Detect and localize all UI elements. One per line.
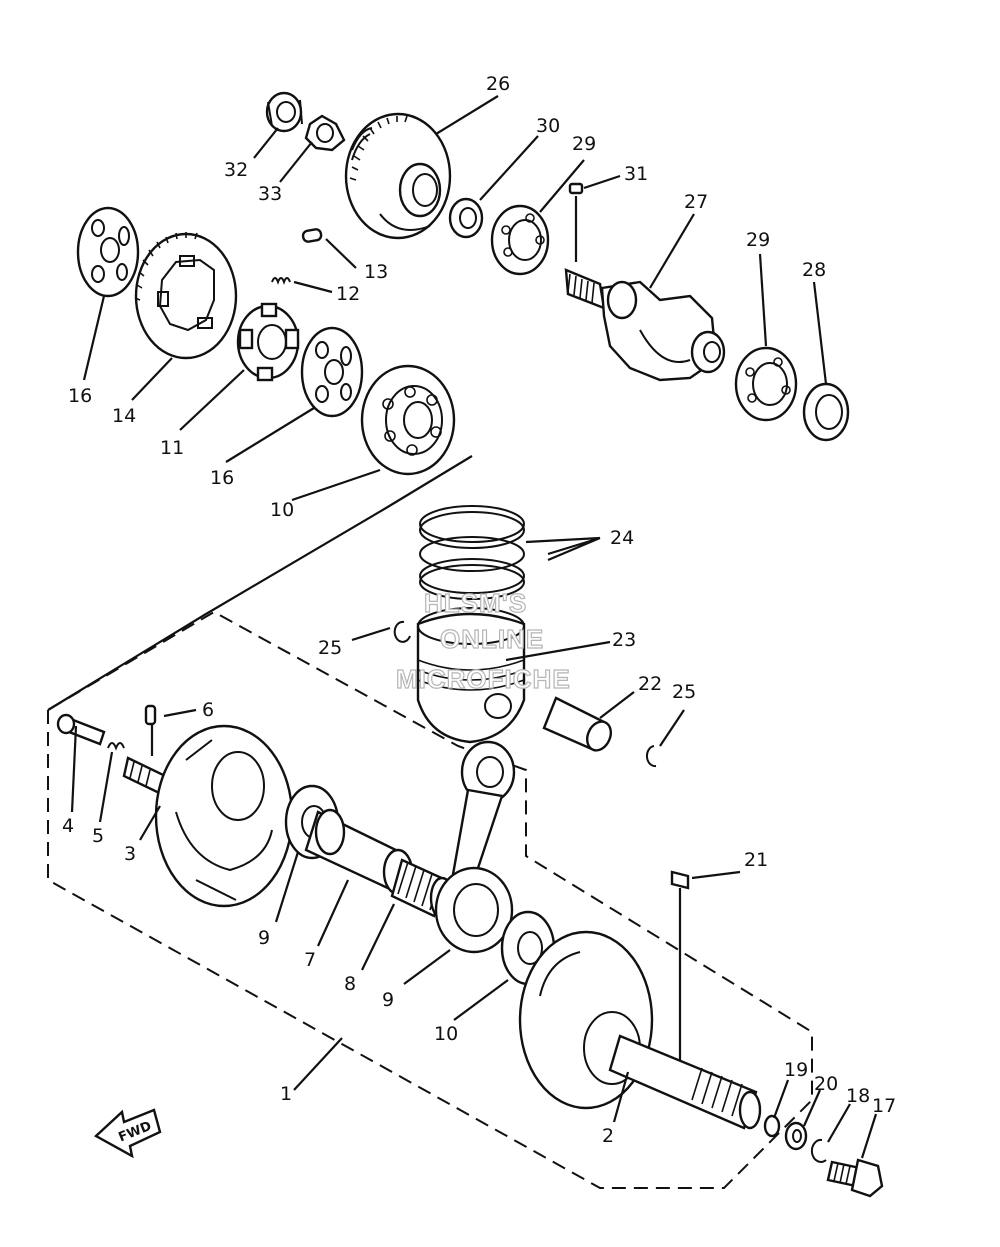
part-15-balancer-gear [134,232,238,360]
part-26-gear [344,112,452,240]
assembly-dashed-outline [47,610,813,1189]
callout-5: 5 [92,825,104,847]
part-22-piston [416,607,526,744]
part-29-bearing-upper [490,204,550,276]
part-18-lock-washer [810,1138,827,1163]
callout-16-center: 16 [210,467,234,489]
part-6-key [144,704,157,726]
callout-32: 32 [224,159,248,181]
callout-17: 17 [872,1095,896,1117]
part-14-pin [301,228,323,243]
callout-29-lower: 29 [746,229,770,251]
callout-3: 3 [124,843,136,865]
callout-labels: 26 30 29 31 27 29 28 32 33 13 12 16 14 1… [62,73,896,1147]
watermark-line-1: HLSM'S [424,588,527,618]
part-13-spring [271,277,291,285]
callout-12: 11 [160,437,184,459]
callout-13: 12 [336,283,360,305]
callout-1: 1 [280,1083,292,1105]
part-23-piston-rings [419,505,525,600]
fwd-direction-arrow: FWD [93,1108,162,1159]
callout-28: 28 [802,259,826,281]
part-19-washer [763,1114,781,1138]
callout-7: 7 [304,949,316,971]
callout-25-left: 25 [318,637,342,659]
part-3-left-crankshaft [122,724,294,908]
part-16-plate-a [76,206,140,298]
callout-6: 6 [202,699,214,721]
callout-26: 26 [486,73,510,95]
callout-31: 31 [624,163,648,185]
watermark: HLSM'S ONLINE MICROFICHE [395,587,571,694]
leader-lines [70,95,878,1159]
part-31-key [568,182,584,195]
callout-8: 8 [344,973,356,995]
assembly-leader-11 [47,455,473,711]
callout-23: 24 [610,527,634,549]
callout-29-upper: 29 [572,133,596,155]
callout-4: 4 [62,815,74,837]
part-25-circlip-b [646,745,657,768]
callout-10-right: 10 [434,1023,458,1045]
callout-33: 33 [258,183,282,205]
part-11-bearing [360,364,456,476]
part-21-key [670,870,690,890]
callout-15: 14 [112,405,136,427]
callout-11: 10 [270,499,294,521]
part-2-right-crankshaft [518,930,762,1130]
callout-9: 9 [382,989,394,1011]
part-17-bolt [826,1158,884,1198]
part-4-pin [56,713,106,746]
part-25-circlip-a [393,620,411,643]
part-9-connecting-rod [434,740,516,954]
callout-20: 20 [814,1073,838,1095]
part-24-piston-pin [542,696,613,752]
callout-2: 2 [602,1125,614,1147]
watermark-line-3: MICROFICHE [396,664,571,694]
callout-25-right: 25 [672,681,696,703]
part-27-balancer-shaft [564,268,726,382]
callout-14: 13 [364,261,388,283]
part-30-washer [448,197,484,239]
callout-21: 21 [744,849,768,871]
callout-24: 22 [638,673,662,695]
part-29-bearing-lower [734,346,798,422]
part-12-damper-hub [236,302,300,382]
part-33-lock-washer [304,114,346,152]
callout-18: 18 [846,1085,870,1107]
callout-27: 27 [684,191,708,213]
part-16-plate-b [300,326,364,418]
callout-16-left: 16 [68,385,92,407]
callout-22: 23 [612,629,636,651]
callout-10-left: 9 [258,927,270,949]
watermark-line-2: ONLINE [440,624,544,654]
part-28-oil-seal [802,382,850,442]
callout-30: 30 [536,115,560,137]
callout-19: 19 [784,1059,808,1081]
part-32-nut [265,91,303,133]
part-20-washer [784,1121,808,1151]
part-5-spring [107,742,125,751]
